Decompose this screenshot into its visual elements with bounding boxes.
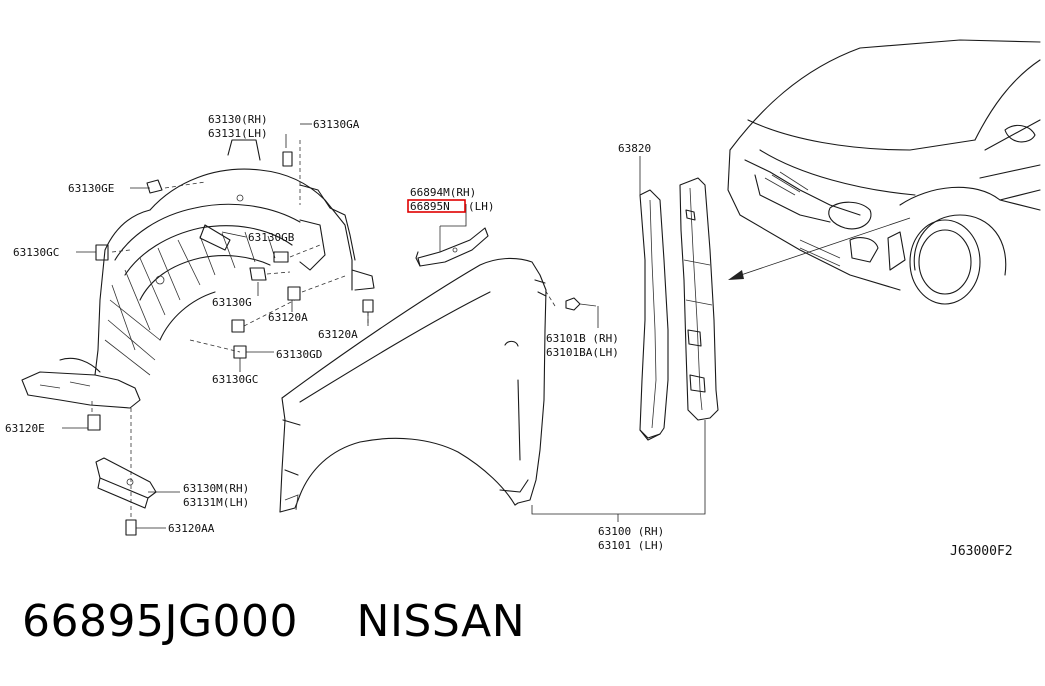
label-63130gb: 63130GB bbox=[248, 231, 295, 244]
label-63130gc-bottom: 63130GC bbox=[212, 373, 258, 386]
label-63101b: 63101B (RH) bbox=[546, 332, 619, 345]
label-63120a-1: 63120A bbox=[268, 311, 308, 324]
diagram-code: J63000F2 bbox=[950, 544, 1013, 559]
label-63131m: 63131M(LH) bbox=[183, 496, 249, 509]
protector-illustration bbox=[679, 177, 719, 421]
seal-strip-illustration bbox=[639, 156, 669, 441]
label-63130ge: 63130GE bbox=[68, 182, 114, 195]
label-63130ga: 63130GA bbox=[313, 118, 360, 131]
lower-bracket-illustration bbox=[95, 457, 157, 509]
leader-lines bbox=[62, 123, 706, 529]
label-63101ba: 63101BA(LH) bbox=[546, 346, 619, 359]
label-63101: 63101 (LH) bbox=[598, 539, 664, 552]
label-66895n-lh: (LH) bbox=[468, 200, 495, 213]
label-63100: 63100 (RH) bbox=[598, 525, 664, 538]
footer-caption: 66895JG000 NISSAN bbox=[22, 596, 525, 647]
vehicle-illustration bbox=[727, 39, 1041, 305]
fender-illustration bbox=[279, 257, 547, 513]
label-63130gd: 63130GD bbox=[276, 348, 322, 361]
fender-bolt-illustration bbox=[565, 297, 597, 311]
label-66895n: 66895N bbox=[410, 200, 450, 213]
label-63131: 63131(LH) bbox=[208, 127, 268, 140]
fender-bracket-illustration bbox=[415, 226, 489, 267]
label-63820: 63820 bbox=[618, 142, 651, 155]
brand-name: NISSAN bbox=[356, 596, 526, 647]
label-63120e: 63120E bbox=[5, 422, 45, 435]
highlight-box bbox=[407, 199, 466, 213]
part-number: 66895JG000 bbox=[22, 596, 299, 647]
label-63130gc-left: 63130GC bbox=[13, 246, 59, 259]
label-63130: 63130(RH) bbox=[208, 113, 268, 126]
label-63130m: 63130M(RH) bbox=[183, 482, 249, 495]
liner-fasteners bbox=[87, 151, 374, 536]
label-63120a-2: 63120A bbox=[318, 328, 358, 341]
label-63120aa: 63120AA bbox=[168, 522, 215, 535]
part-labels: 63130(RH) 63131(LH) 63130GA 63130GE 6313… bbox=[5, 113, 1013, 559]
label-63130g: 63130G bbox=[212, 296, 252, 309]
fender-liner-illustration bbox=[21, 139, 375, 409]
label-66894m: 66894M(RH) bbox=[410, 186, 476, 199]
guide-lines bbox=[91, 140, 556, 520]
